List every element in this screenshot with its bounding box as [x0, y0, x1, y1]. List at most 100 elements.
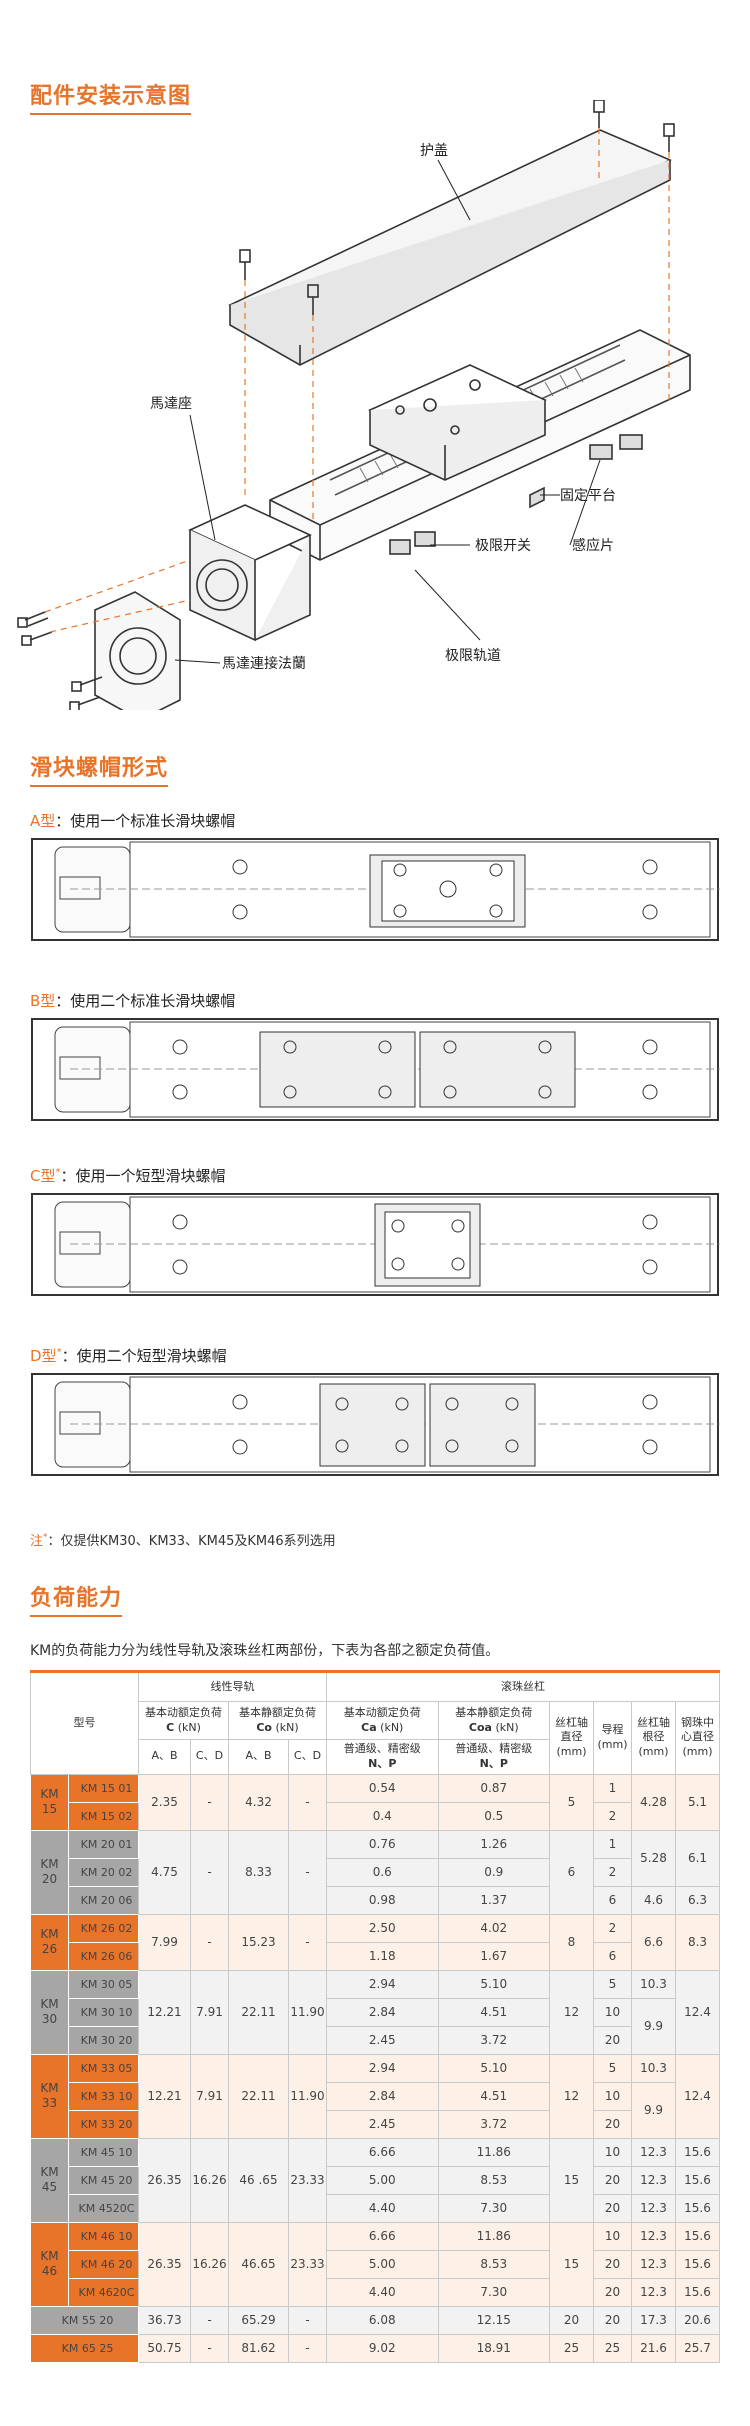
col-ca-np: N、P — [368, 1756, 397, 1770]
note-key: 注 — [30, 1534, 44, 1549]
type-b-key: B型 — [30, 992, 56, 1010]
table-cell: - — [288, 1829, 327, 1915]
table-cell: 22.11 — [228, 1969, 289, 2055]
table-cell: 12 — [549, 2053, 594, 2139]
table-cell: 12.21 — [138, 1969, 191, 2055]
table-cell: 5.00 — [326, 2249, 439, 2279]
cover-label: 护盖 — [420, 143, 448, 159]
table-cell: 23.33 — [288, 2137, 327, 2223]
table-cell: 6.6 — [631, 1913, 676, 1971]
table-cell: 11.90 — [288, 2053, 327, 2139]
model-cell: KM 20 06 — [68, 1885, 139, 1915]
col-shaft-dia-label: 丝杠轴直径 — [555, 1715, 588, 1744]
table-cell: 20 — [593, 2305, 632, 2335]
type-c-rail — [31, 1193, 720, 1296]
table-cell: 2.45 — [326, 2025, 439, 2055]
table-cell: 26.35 — [138, 2221, 191, 2307]
model-cell: KM 46 20 — [68, 2249, 139, 2279]
table-cell: - — [288, 1773, 327, 1831]
table-cell: 7.91 — [190, 1969, 229, 2055]
col-c-unit: (kN) — [177, 1720, 201, 1734]
model-cell: KM 15 01 — [68, 1773, 139, 1803]
model-cell: KM 30 05 — [68, 1969, 139, 1999]
table-cell: 2 — [593, 1913, 632, 1943]
table-cell: 6.08 — [326, 2305, 439, 2335]
col-coa-grade-label: 普通级、精密级 — [455, 1742, 533, 1755]
screw-icons — [239, 100, 675, 315]
model-cell: KM 4520C — [68, 2193, 139, 2223]
table-cell: 65.29 — [228, 2305, 289, 2335]
table-cell: 4.51 — [437, 2081, 550, 2111]
table-cell: 5 — [549, 1773, 594, 1831]
table-cell: 20.6 — [675, 2305, 720, 2335]
table-cell: 20 — [593, 2025, 632, 2055]
table-cell: 12.3 — [631, 2137, 676, 2167]
limit-switch-label: 极限开关 — [475, 538, 531, 554]
type-d-label: D型*：使用二个短型滑块螺帽 — [30, 1345, 227, 1366]
sensor-plate-label: 感应片 — [572, 537, 614, 554]
model-cell: KM 45 20 — [68, 2165, 139, 2195]
table-cell: 4.75 — [138, 1829, 191, 1915]
bolt-icons — [17, 611, 103, 710]
table-cell: 15.6 — [675, 2165, 720, 2195]
table-cell: 11.86 — [437, 2221, 550, 2251]
table-cell: 16.26 — [190, 2221, 229, 2307]
table-cell: 12.3 — [631, 2165, 676, 2195]
model-cell: KM 4620C — [68, 2277, 139, 2307]
table-cell: 2.94 — [326, 2053, 439, 2083]
table-cell: 10 — [593, 1997, 632, 2027]
assembly-title: 配件安装示意图 — [30, 78, 192, 115]
type-a-label: A型：使用一个标准长滑块螺帽 — [30, 810, 235, 831]
table-cell: 9.9 — [631, 1997, 676, 2055]
type-b-label: B型：使用二个标准长滑块螺帽 — [30, 990, 235, 1011]
table-cell: 10.3 — [631, 1969, 676, 1999]
col-model: 型号 — [30, 1671, 139, 1775]
table-cell: 20 — [593, 2165, 632, 2195]
table-cell: 11.90 — [288, 1969, 327, 2055]
col-co-unit: (kN) — [275, 1720, 299, 1734]
table-cell: 7.30 — [437, 2277, 550, 2307]
table-cell: 8.53 — [437, 2249, 550, 2279]
col-ca-unit: (kN) — [380, 1720, 404, 1734]
type-c-label: C型*：使用一个短型滑块螺帽 — [30, 1165, 226, 1186]
table-cell: 16.26 — [190, 2137, 229, 2223]
table-cell: 2.50 — [326, 1913, 439, 1943]
table-cell: 2 — [593, 1801, 632, 1831]
type-b-rail — [31, 1018, 720, 1121]
table-cell: 15 — [549, 2221, 594, 2307]
table-cell: 46.65 — [228, 2221, 289, 2307]
table-cell: 9.9 — [631, 2081, 676, 2139]
table-cell: 8.3 — [675, 1913, 720, 1971]
table-cell: - — [190, 1829, 229, 1915]
col-shaft-dia: 丝杠轴直径(mm) — [549, 1701, 594, 1775]
table-cell: 25 — [593, 2333, 632, 2363]
model-cell: KM 33 20 — [68, 2109, 139, 2139]
col-ca-grade-label: 普通级、精密级 — [343, 1742, 421, 1755]
table-cell: - — [288, 1913, 327, 1971]
table-cell: 2.45 — [326, 2109, 439, 2139]
table-cell: 10 — [593, 2137, 632, 2167]
table-cell: 6.66 — [326, 2137, 439, 2167]
assembly-diagram: 护盖 馬達座 固定平台 极限开关 感应片 馬達連接法蘭 极限轨道 — [17, 100, 691, 710]
type-c-key: C型 — [30, 1167, 56, 1185]
table-cell: 12.3 — [631, 2249, 676, 2279]
slider-note: 注*：仅提供KM30、KM33、KM45及KM46系列选用 — [30, 1530, 336, 1549]
table-cell: - — [190, 1913, 229, 1971]
model-cell: KM 46 10 — [68, 2221, 139, 2251]
col-lead-unit: (mm) — [597, 1737, 628, 1751]
table-cell: 0.98 — [326, 1885, 439, 1915]
table-cell: 12.21 — [138, 2053, 191, 2139]
table-cell: 8.53 — [437, 2165, 550, 2195]
table-cell: 20 — [593, 2277, 632, 2307]
table-cell: 36.73 — [138, 2305, 191, 2335]
